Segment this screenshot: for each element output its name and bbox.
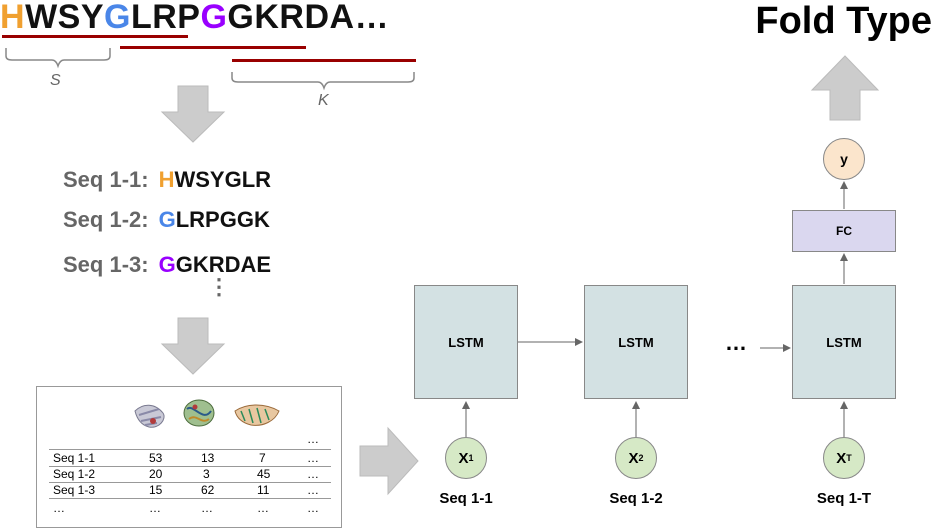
window-underline-2	[120, 46, 306, 49]
input-sequence-label: Seq 1-1	[439, 490, 493, 507]
subsequence-rest: WSYGLR	[174, 167, 272, 192]
protein-structure-icon	[134, 404, 165, 428]
subsequence-first-letter: H	[158, 167, 175, 192]
table-cell: 62	[201, 483, 215, 497]
output-node: y	[823, 138, 865, 180]
sequence-segment: GKRDA…	[227, 0, 390, 36]
table-row-label: …	[53, 501, 65, 515]
feature-table: … Seq 1-1 53 13 7 … Seq 1-2 20 3 45 … Se…	[36, 386, 342, 528]
lstm-cell-2: LSTM	[584, 285, 688, 399]
subsequence-label: Seq 1-2:	[63, 207, 149, 232]
table-divider	[49, 449, 331, 450]
table-cell: 3	[203, 467, 210, 481]
table-divider	[49, 498, 331, 499]
stride-brace	[231, 72, 415, 91]
table-cell: 15	[149, 483, 163, 497]
window-size-label: S	[50, 72, 61, 89]
window-brace	[5, 48, 111, 69]
table-divider	[49, 466, 331, 467]
sequence-letter-h: H	[0, 0, 26, 36]
protein-structure-icon	[183, 399, 215, 427]
protein-sequence: HWSYGLRPGGKRDA…	[0, 0, 389, 37]
subsequence-first-letter: G	[158, 252, 176, 277]
table-cell: 7	[259, 451, 266, 465]
table-divider	[49, 482, 331, 483]
fully-connected-layer: FC	[792, 210, 896, 252]
table-cell: …	[307, 501, 319, 515]
subsequence-label: Seq 1-3:	[63, 252, 149, 277]
table-cell: 53	[149, 451, 163, 465]
table-row-label: Seq 1-3	[53, 483, 96, 497]
sequence-letter-g1: G	[104, 0, 131, 36]
input-sequence-label: Seq 1-2	[609, 490, 663, 507]
subsequence-rest: LRPGGK	[175, 207, 270, 232]
table-cell: …	[307, 467, 319, 481]
protein-structure-images	[134, 399, 280, 428]
protein-structure-icon	[234, 404, 280, 426]
sequence-ellipsis: …	[725, 330, 748, 355]
input-subscript: 2	[638, 453, 644, 463]
table-header-ellipsis: …	[307, 432, 319, 446]
subsequence-row: Seq 1-1: HWSYGLR	[63, 167, 271, 193]
input-subscript: 1	[468, 453, 474, 463]
table-cell: …	[257, 501, 269, 515]
window-underline-3	[232, 59, 416, 62]
table-row-label: Seq 1-1	[53, 451, 96, 465]
lstm-cell-t: LSTM	[792, 285, 896, 399]
down-arrow-icon	[160, 317, 226, 375]
input-symbol: X	[458, 449, 469, 467]
input-symbol: X	[628, 449, 639, 467]
table-cell: …	[307, 451, 319, 465]
input-sequence-label: Seq 1-T	[816, 490, 872, 507]
table-row-label: Seq 1-2	[53, 467, 96, 481]
subsequence-row: Seq 1-2: GLRPGGK	[63, 207, 270, 233]
subsequence-rest: GKRDAE	[175, 252, 272, 277]
table-cell: …	[201, 501, 213, 515]
subsequence-label: Seq 1-1:	[63, 167, 149, 192]
sequence-segment: LRP	[130, 0, 201, 36]
sequence-segment: WSY	[25, 0, 105, 36]
stride-label: K	[318, 92, 329, 109]
fold-type-title: Fold Type	[755, 0, 932, 42]
table-cell: 45	[257, 467, 271, 481]
table-cell: …	[307, 483, 319, 497]
table-cell: 11	[257, 483, 270, 497]
lstm-cell-1: LSTM	[414, 285, 518, 399]
input-subscript: T	[846, 453, 852, 463]
window-underline-1	[2, 35, 188, 38]
input-symbol: X	[836, 449, 847, 467]
down-arrow-icon	[160, 85, 226, 143]
sequence-letter-g2: G	[200, 0, 228, 36]
subsequence-first-letter: G	[158, 207, 176, 232]
table-cell: …	[149, 501, 161, 515]
table-cell: 13	[201, 451, 215, 465]
right-arrow-icon	[359, 426, 419, 496]
subsequence-row: Seq 1-3: GGKRDAE	[63, 252, 271, 278]
up-arrow-icon	[810, 55, 880, 121]
table-cell: 20	[149, 467, 163, 481]
